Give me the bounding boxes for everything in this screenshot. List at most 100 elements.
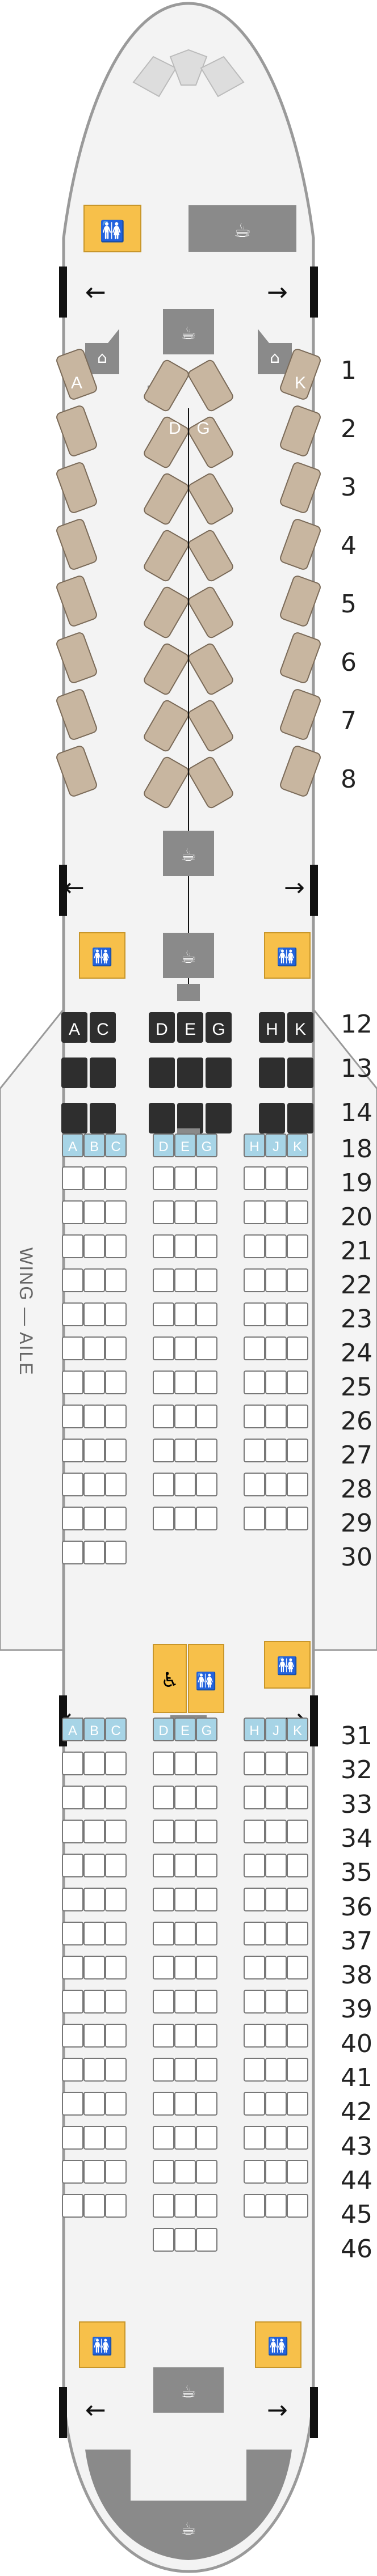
economy-seat[interactable] [83, 1752, 105, 1775]
economy-seat[interactable] [153, 1922, 174, 1945]
economy-seat[interactable] [196, 1302, 217, 1326]
economy-seat[interactable] [287, 1990, 308, 2014]
economy-seat[interactable] [265, 2058, 287, 2082]
economy-seat[interactable] [196, 1922, 217, 1945]
economy-seat[interactable] [105, 1234, 127, 1258]
economy-seat[interactable] [153, 1956, 174, 1979]
economy-seat[interactable] [174, 1473, 196, 1496]
economy-seat[interactable] [153, 1820, 174, 1843]
economy-seat[interactable] [196, 1820, 217, 1843]
economy-seat[interactable] [244, 1990, 265, 2014]
business-seat[interactable] [279, 348, 321, 400]
economy-seat[interactable] [174, 1200, 196, 1224]
economy-seat[interactable] [244, 2092, 265, 2116]
economy-seat[interactable] [287, 1302, 308, 1326]
economy-seat[interactable] [105, 1405, 127, 1428]
premium-seat[interactable] [61, 1058, 87, 1088]
economy-seat[interactable] [244, 1234, 265, 1258]
economy-seat[interactable] [153, 1336, 174, 1360]
economy-seat[interactable] [244, 1922, 265, 1945]
economy-seat[interactable] [196, 1166, 217, 1190]
business-seat[interactable] [56, 632, 98, 684]
business-seat[interactable] [187, 699, 234, 752]
economy-seat[interactable] [62, 1371, 83, 1394]
economy-seat[interactable] [105, 2160, 127, 2184]
economy-seat[interactable] [62, 1786, 83, 1809]
economy-seat[interactable] [83, 1405, 105, 1428]
economy-seat[interactable] [174, 2126, 196, 2150]
economy-seat[interactable] [287, 2126, 308, 2150]
business-seat[interactable] [56, 518, 98, 570]
economy-seat[interactable] [287, 1507, 308, 1530]
economy-seat[interactable] [62, 1718, 83, 1741]
business-seat[interactable] [56, 575, 98, 627]
business-seat[interactable] [143, 586, 190, 639]
economy-seat[interactable] [105, 1820, 127, 1843]
economy-seat[interactable] [174, 2228, 196, 2252]
economy-seat[interactable] [62, 1336, 83, 1360]
economy-seat[interactable] [265, 1507, 287, 1530]
business-seat[interactable] [187, 416, 234, 469]
business-seat[interactable] [56, 405, 98, 457]
economy-seat[interactable] [174, 2092, 196, 2116]
economy-seat[interactable] [265, 2092, 287, 2116]
economy-seat[interactable] [105, 1922, 127, 1945]
economy-seat[interactable] [196, 1854, 217, 1877]
economy-seat[interactable] [174, 1166, 196, 1190]
economy-seat[interactable] [287, 1371, 308, 1394]
economy-seat[interactable] [83, 1718, 105, 1741]
economy-seat[interactable] [105, 2126, 127, 2150]
economy-seat[interactable] [265, 1888, 287, 1911]
economy-seat[interactable] [244, 1752, 265, 1775]
economy-seat[interactable] [153, 2024, 174, 2048]
economy-seat[interactable] [244, 1786, 265, 1809]
premium-seat[interactable] [61, 1103, 87, 1133]
economy-seat[interactable] [62, 1854, 83, 1877]
economy-seat[interactable] [62, 1507, 83, 1530]
economy-seat[interactable] [265, 1473, 287, 1496]
economy-seat[interactable] [105, 2194, 127, 2218]
economy-seat[interactable] [287, 1888, 308, 1911]
business-seat[interactable] [279, 688, 321, 741]
economy-seat[interactable] [153, 1473, 174, 1496]
economy-seat[interactable] [153, 1990, 174, 2014]
economy-seat[interactable] [83, 1820, 105, 1843]
premium-seat[interactable] [90, 1058, 116, 1088]
economy-seat[interactable] [105, 1956, 127, 1979]
economy-seat[interactable] [105, 1268, 127, 1292]
economy-seat[interactable] [244, 1854, 265, 1877]
economy-seat[interactable] [83, 1922, 105, 1945]
economy-seat[interactable] [244, 2058, 265, 2082]
economy-seat[interactable] [83, 1990, 105, 2014]
economy-seat[interactable] [62, 1439, 83, 1462]
economy-seat[interactable] [83, 2058, 105, 2082]
economy-seat[interactable] [287, 1234, 308, 1258]
business-seat[interactable] [143, 416, 190, 469]
economy-seat[interactable] [153, 1268, 174, 1292]
economy-seat[interactable] [287, 1166, 308, 1190]
economy-seat[interactable] [153, 2228, 174, 2252]
economy-seat[interactable] [174, 1371, 196, 1394]
business-seat[interactable] [143, 699, 190, 752]
economy-seat[interactable] [62, 1200, 83, 1224]
economy-seat[interactable] [83, 1302, 105, 1326]
premium-seat[interactable] [259, 1012, 285, 1043]
economy-seat[interactable] [105, 1541, 127, 1564]
economy-seat[interactable] [244, 1166, 265, 1190]
economy-seat[interactable] [244, 2160, 265, 2184]
economy-seat[interactable] [153, 2194, 174, 2218]
economy-seat[interactable] [153, 1166, 174, 1190]
economy-seat[interactable] [287, 2092, 308, 2116]
economy-seat[interactable] [83, 2160, 105, 2184]
premium-seat[interactable] [61, 1012, 87, 1043]
business-seat[interactable] [279, 575, 321, 627]
economy-seat[interactable] [174, 1820, 196, 1843]
economy-seat[interactable] [265, 1439, 287, 1462]
economy-seat[interactable] [196, 1888, 217, 1911]
economy-seat[interactable] [83, 1268, 105, 1292]
economy-seat[interactable] [196, 2126, 217, 2150]
premium-seat[interactable] [259, 1103, 285, 1133]
economy-seat[interactable] [287, 2024, 308, 2048]
economy-seat[interactable] [83, 1888, 105, 1911]
economy-seat[interactable] [153, 1302, 174, 1326]
